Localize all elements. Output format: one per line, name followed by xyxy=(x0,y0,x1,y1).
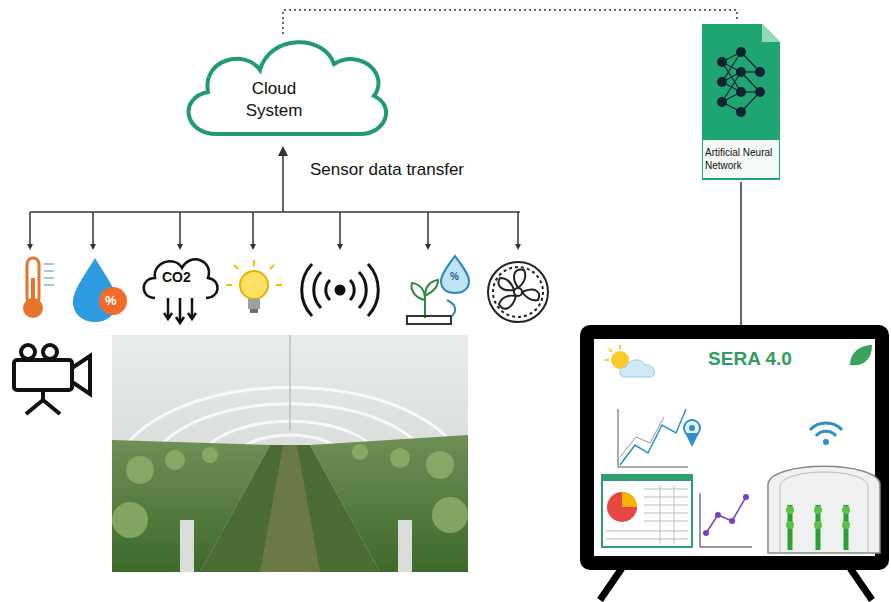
cloud-node: Cloud System xyxy=(172,30,394,142)
node-text: Artificial Neural Network xyxy=(705,146,777,172)
humidity-icon xyxy=(73,258,127,322)
edge-note: Sensor data transfer xyxy=(310,160,464,180)
connector xyxy=(741,182,742,325)
icon-text: % xyxy=(105,293,117,308)
dotted-connector xyxy=(283,10,737,34)
icon-text: % xyxy=(450,271,459,282)
light-bulb-icon xyxy=(226,260,282,313)
icon-text: CO2 xyxy=(162,269,191,285)
neural-network-document: Artificial Neural Network xyxy=(700,22,782,182)
arrow-head xyxy=(278,146,288,156)
co2-icon xyxy=(144,259,218,323)
sensor-bus xyxy=(30,152,520,246)
fan-icon xyxy=(488,262,548,322)
bus-ticks xyxy=(27,244,521,250)
dashboard-monitor: SERA 4.0 xyxy=(580,325,889,570)
soil-moisture-icon xyxy=(407,256,469,324)
node-text: SERA 4.0 xyxy=(690,347,810,372)
node-text: Cloud System xyxy=(228,78,320,122)
thermometer-icon xyxy=(23,258,54,318)
monitor-stand xyxy=(600,568,872,600)
camera-icon xyxy=(14,345,90,414)
wireless-icon xyxy=(302,264,379,316)
greenhouse-photo xyxy=(112,335,468,572)
